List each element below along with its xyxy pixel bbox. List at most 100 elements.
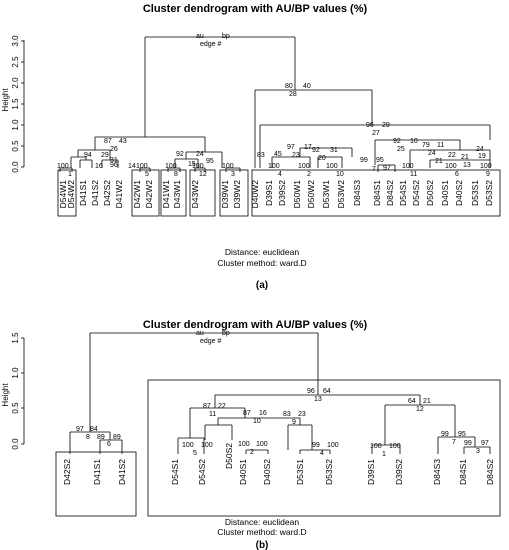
- branch: [437, 436, 476, 454]
- branch: [377, 164, 396, 172]
- node-bp: 64: [323, 388, 331, 395]
- node-edge: 9: [486, 171, 490, 178]
- node-edge: 19: [478, 153, 486, 160]
- panel-b-distance: Distance: euclidean: [225, 517, 299, 527]
- panel-b-branches: [69, 332, 491, 454]
- node-bp: 10: [410, 138, 418, 145]
- node-edge: 8: [86, 434, 90, 441]
- panel-a-y-ticks: [21, 40, 24, 168]
- node-bp: 97: [481, 440, 489, 447]
- node-au: 45: [274, 151, 282, 158]
- y-tick-label: 3.0: [11, 35, 20, 47]
- node-edge: 24: [428, 150, 436, 157]
- panel-b-y-axis-label: Height: [1, 383, 10, 407]
- leaf-label: D53W2: [336, 180, 346, 209]
- node-edge: 6: [455, 171, 459, 178]
- node-edge: 28: [289, 91, 297, 98]
- node-edge: 4: [320, 450, 324, 457]
- node-edge: 12: [199, 171, 207, 178]
- node-au: 100: [222, 163, 234, 170]
- y-tick-label: 0.0: [11, 438, 20, 450]
- branch: [384, 404, 456, 445]
- branch: [299, 449, 331, 454]
- leaf-label: D50W1: [292, 180, 302, 209]
- cluster-box: [55, 451, 137, 517]
- node-edge: 13: [463, 162, 471, 169]
- branch: [94, 136, 206, 152]
- node-au: 31: [110, 157, 118, 164]
- node-au: 92: [393, 138, 401, 145]
- leaf-label: D41W1: [161, 180, 171, 209]
- cluster-box: [160, 169, 187, 217]
- node-bp: 11: [437, 142, 444, 149]
- panel-a-method: Cluster method: ward.D: [217, 258, 306, 268]
- node-bp: 95: [376, 157, 384, 164]
- node-au: 100: [136, 163, 148, 170]
- leaf-label: D39S2: [277, 180, 287, 206]
- leaf-label: D41S1: [78, 180, 88, 206]
- panel-b-cluster-boxes: [55, 379, 501, 517]
- branch: [69, 431, 111, 454]
- leaf-label: D84S2: [485, 459, 495, 485]
- leaf-label: D40S2: [262, 459, 272, 485]
- cluster-box: [131, 169, 160, 217]
- y-tick-label: 0.0: [11, 161, 20, 173]
- branch: [317, 156, 343, 168]
- node-au: 96: [366, 122, 374, 129]
- leaf-label: D50W2: [306, 180, 316, 209]
- branch: [259, 124, 491, 168]
- branch: [177, 437, 205, 454]
- node-au: 24: [476, 146, 484, 153]
- node-au: 95: [206, 158, 214, 165]
- leaf-label: D39S1: [264, 180, 274, 206]
- legend-edge: edge #: [200, 41, 222, 48]
- node-bp: 24: [196, 151, 204, 158]
- leaf-label: D42S2: [62, 459, 72, 485]
- leaf-label: D84S1: [372, 180, 382, 206]
- node-au: 97: [287, 144, 295, 151]
- node-au: 64: [408, 398, 416, 405]
- node-bp: 100: [256, 441, 268, 448]
- branch: [245, 449, 269, 454]
- node-au: 99: [360, 157, 368, 164]
- leaf-label: D42W1: [132, 180, 142, 209]
- node-au: 99: [441, 431, 449, 438]
- leaf-label: D41S1: [92, 459, 102, 485]
- node-edge: 14: [128, 163, 136, 170]
- node-au: 100: [445, 163, 457, 170]
- branch: [101, 159, 119, 168]
- leaf-label: D54S1: [170, 459, 180, 485]
- branch: [204, 424, 233, 440]
- y-tick-label: 1.5: [11, 98, 20, 110]
- node-edge: 4: [278, 171, 282, 178]
- node-au: 100: [238, 441, 250, 448]
- node-au: 29: [101, 152, 109, 159]
- leaf-label: D50S2: [425, 180, 435, 206]
- node-edge: 15: [188, 161, 196, 168]
- branch: [217, 417, 301, 425]
- node-bp: 100: [389, 443, 401, 450]
- leaf-label: D53S1: [295, 459, 305, 485]
- panel-a-branches: [59, 36, 491, 172]
- panel-b-method: Cluster method: ward.D: [217, 527, 306, 537]
- panel-a-node-values: 87 43 26 96 29 27 94 29 92 24 92 10 25 9…: [57, 122, 492, 178]
- leaf-label: D39S2: [394, 459, 404, 485]
- y-tick-label: 2.0: [11, 77, 20, 89]
- leaf-label: D41S2: [90, 180, 100, 206]
- panel-a-title: Cluster dendrogram with AU/BP values (%): [143, 3, 368, 15]
- panel-a-leaf-labels: D54W1 D54W2 D41S1 D41S2 D42S2 D41W2 D42W…: [58, 180, 494, 209]
- node-au: 83: [283, 411, 291, 418]
- leaf-label: D53S1: [470, 180, 480, 206]
- leaf-label: D53S2: [484, 180, 494, 206]
- leaf-label: D84S2: [385, 180, 395, 206]
- y-tick-label: 1.5: [11, 332, 20, 344]
- panel-b-y-ticks: [21, 337, 24, 445]
- branch: [77, 149, 111, 160]
- leaf-label: D43W1: [172, 180, 182, 209]
- node-bp: 100: [201, 442, 213, 449]
- node-bp: 16: [259, 410, 267, 417]
- y-tick-label: 1.0: [11, 119, 20, 131]
- node-edge: 7: [372, 166, 376, 173]
- panel-a-cluster-boxes: [57, 169, 501, 217]
- panel-a-y-axis-label: Height: [1, 88, 10, 112]
